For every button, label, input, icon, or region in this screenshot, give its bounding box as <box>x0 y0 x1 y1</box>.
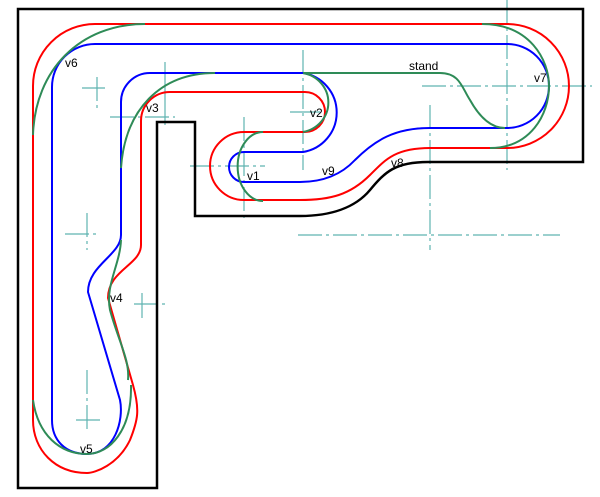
label-v2: v2 <box>310 106 323 120</box>
label-v1: v1 <box>247 169 260 183</box>
switch-tracks <box>32 23 551 456</box>
label-v7: v7 <box>534 71 547 85</box>
label-v5: v5 <box>80 442 93 456</box>
switch-v4 <box>108 239 130 381</box>
centerlines <box>65 0 592 432</box>
switch-v7 <box>481 23 551 149</box>
outer-track-red <box>32 23 570 475</box>
label-v3: v3 <box>146 101 159 115</box>
switch-v3 <box>120 72 216 169</box>
switch-v6 <box>32 23 146 136</box>
stand-track <box>303 72 506 129</box>
label-v8: v8 <box>391 156 404 170</box>
label-v6: v6 <box>65 56 78 70</box>
label-v9: v9 <box>322 164 335 178</box>
label-stand: stand <box>409 59 438 73</box>
switch-v1 <box>236 131 264 202</box>
switch-v2 <box>302 72 330 133</box>
switch-v5 <box>32 384 133 456</box>
board-outline <box>16 7 585 490</box>
label-v4: v4 <box>110 291 123 305</box>
